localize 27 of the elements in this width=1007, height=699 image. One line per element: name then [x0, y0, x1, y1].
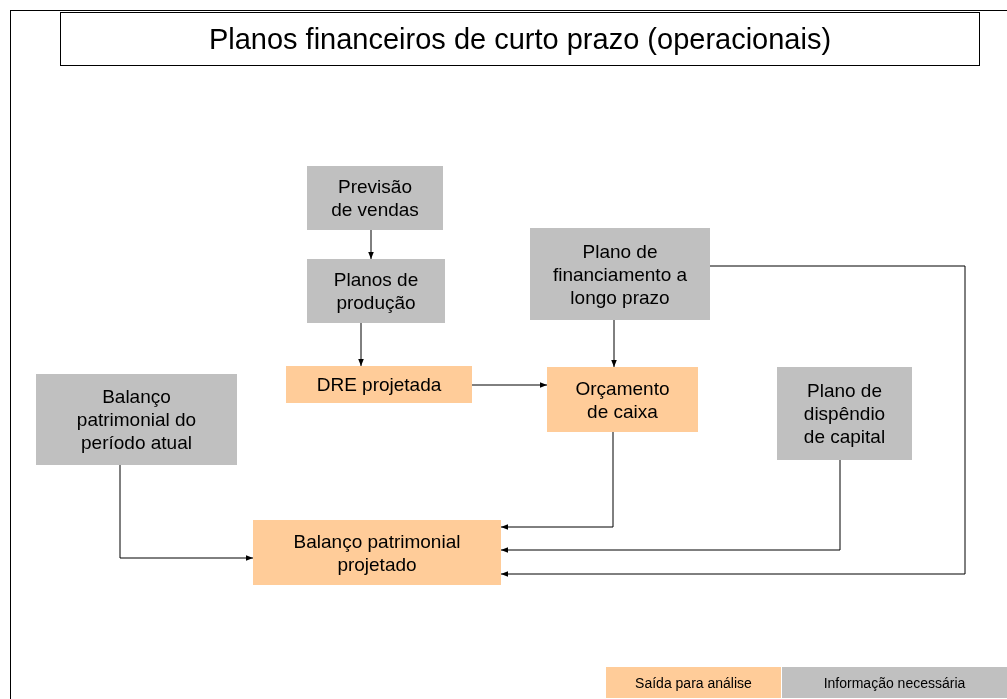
- process-box: [253, 520, 501, 585]
- arrow: [119, 464, 254, 561]
- legend-text: Informação necessária: [823, 674, 966, 691]
- box-label: Balanço patrimonial do período atual: [75, 385, 198, 454]
- title: Planos financeiros de curto prazo (operacionais): [60, 12, 980, 66]
- box-label: Plano de dispêndio de capital: [802, 379, 887, 448]
- box-label: Planos de produção: [332, 268, 420, 314]
- process-box: [530, 228, 710, 320]
- arrow: [500, 459, 841, 553]
- box-label: Previsão de vendas: [330, 175, 420, 221]
- arrow: [611, 319, 617, 368]
- process-box: [307, 259, 445, 323]
- process-box: [777, 367, 912, 460]
- box-label: Plano de financiamento a longo prazo: [552, 239, 688, 309]
- process-box: [547, 367, 698, 432]
- process-box: [36, 374, 237, 465]
- box-label: DRE projetada: [315, 373, 443, 396]
- box-label: Balanço patrimonial projetado: [292, 529, 462, 576]
- process-box: [307, 166, 443, 230]
- arrow: [368, 229, 374, 260]
- arrow: [500, 431, 614, 530]
- arrow: [500, 265, 966, 577]
- legend-text: Saída para análise: [635, 674, 752, 691]
- process-box: [286, 366, 472, 403]
- box-label: Orçamento de caixa: [574, 376, 671, 423]
- arrow: [471, 382, 548, 388]
- arrow: [358, 322, 364, 367]
